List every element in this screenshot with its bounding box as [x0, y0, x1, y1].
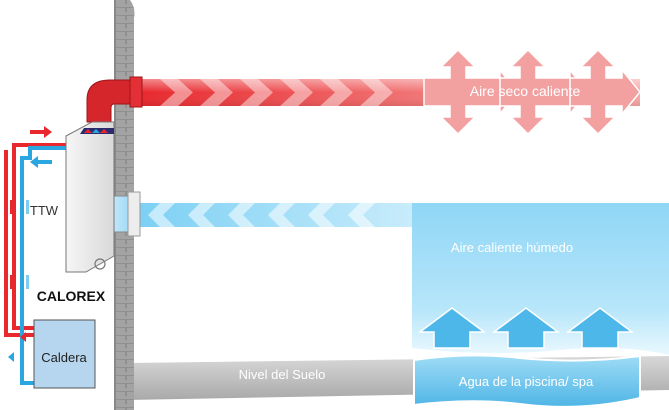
brand-label: CALOREX: [37, 288, 106, 304]
boiler: [33, 319, 96, 389]
boiler-label: Caldera: [41, 350, 87, 365]
indicator-triangles-icon: [84, 129, 108, 133]
humid-warm-air-label: Aire caliente húmedo: [451, 240, 573, 255]
diamond-arrow-icon: [423, 48, 518, 136]
diamond-arrow-icon: [499, 48, 588, 136]
dehumidifier-unit: [65, 121, 115, 273]
left-arrow-chevron-icon: [148, 203, 375, 227]
return-duct-connector: [113, 191, 141, 237]
unit-dial-icon: [94, 258, 106, 270]
hot-air-diffuser: [423, 48, 641, 136]
up-arrow-icon: [417, 307, 487, 349]
up-arrow-icon: [565, 307, 635, 349]
heating-pipes: [4, 138, 102, 385]
ground-level-label: Nivel del Suelo: [239, 367, 326, 382]
hot-dry-air-label: Aire seco caliente: [470, 83, 581, 99]
right-arrow-chevron-icon: [160, 79, 393, 106]
pool-water-label: Agua de la piscina/ spa: [459, 374, 594, 389]
unit-model-label: TTW: [30, 203, 59, 218]
rising-vapor-arrows: [417, 307, 635, 349]
pipe-flow-arrows: [8, 126, 52, 362]
supply-elbow-duct: [86, 76, 143, 123]
up-arrow-icon: [491, 307, 561, 349]
diamond-arrow-icon: [569, 48, 641, 136]
return-air-duct: [138, 203, 412, 227]
pool-water: [413, 354, 641, 408]
